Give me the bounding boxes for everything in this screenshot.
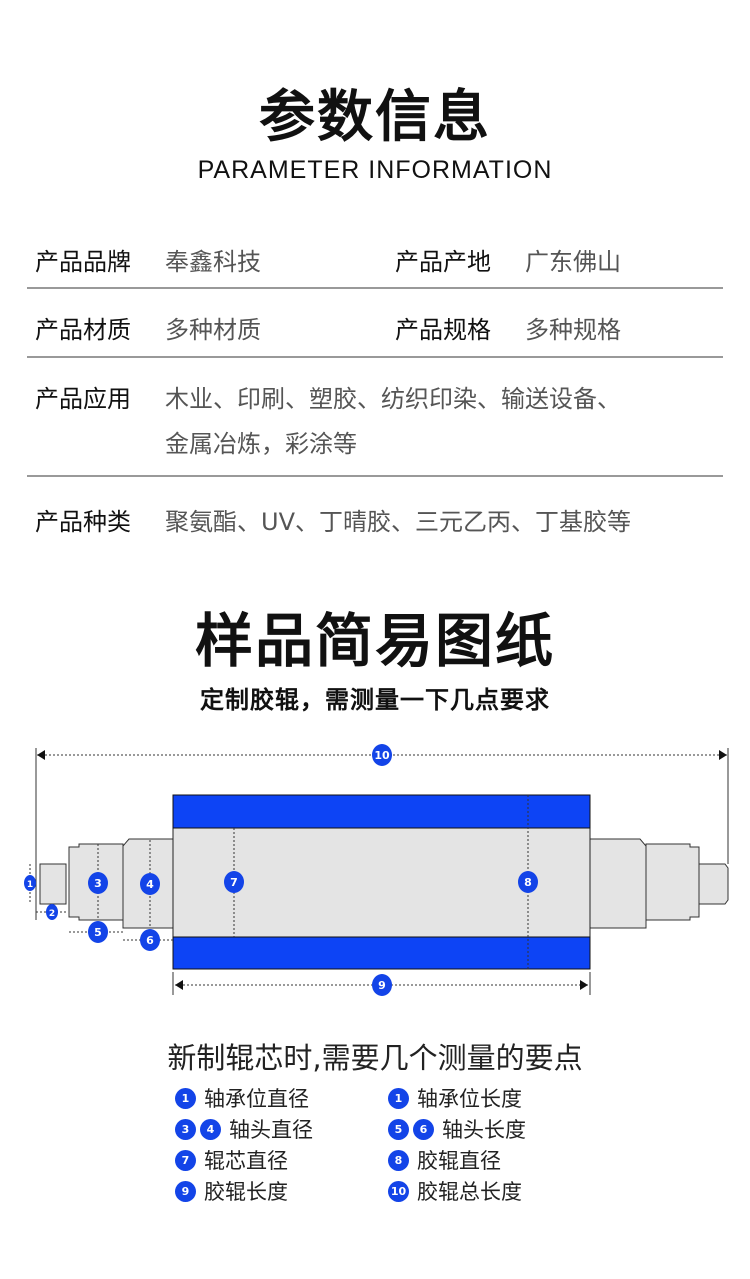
legend-item: 1 轴承位长度 — [388, 1083, 522, 1113]
param-label: 产品品牌 — [35, 248, 131, 276]
marker-label: 7 — [230, 876, 238, 889]
marker-circle — [518, 871, 538, 893]
marker-circle — [140, 873, 160, 895]
param-label: 产品规格 — [395, 316, 491, 344]
number-badge-icon: 7 — [175, 1149, 196, 1171]
section-subtitle-parameters: PARAMETER INFORMATION — [197, 156, 553, 184]
rubber-layer-top — [172, 794, 591, 829]
marker-circle — [88, 921, 108, 943]
param-value: 广东佛山 — [525, 248, 621, 276]
section-title-parameters: 参数信息 — [259, 85, 491, 150]
marker-circle — [88, 872, 108, 894]
param-label: 产品材质 — [35, 316, 131, 344]
legend-item: 9 胶辊长度 — [175, 1176, 288, 1206]
param-value-line2: 金属冶炼，彩涂等 — [165, 430, 357, 458]
marker-2: 2 — [46, 904, 58, 920]
legend-text: 轴头直径 — [229, 1118, 313, 1142]
legend-text: 轴承位长度 — [417, 1087, 522, 1111]
marker-4: 4 — [140, 873, 160, 895]
marker-label: 2 — [49, 909, 55, 919]
journal-left — [39, 863, 67, 905]
marker-label: 6 — [146, 934, 154, 947]
marker-6: 6 — [140, 929, 160, 951]
param-value: 聚氨酯、UV、丁晴胶、三元乙丙、丁基胶等 — [165, 508, 631, 536]
legend-text: 辊芯直径 — [204, 1149, 288, 1173]
marker-label: 9 — [378, 979, 386, 992]
marker-label: 1 — [27, 880, 33, 890]
param-value: 多种规格 — [525, 316, 621, 344]
marker-circle — [372, 744, 392, 766]
marker-label: 10 — [374, 749, 390, 762]
marker-circle — [24, 875, 36, 891]
marker-8: 8 — [518, 871, 538, 893]
divider — [27, 475, 723, 477]
marker-label: 3 — [94, 877, 102, 890]
legend-item: 1 轴承位直径 — [175, 1083, 309, 1113]
rubber-layer-bottom — [172, 936, 591, 970]
legend-text: 轴承位直径 — [204, 1087, 309, 1111]
marker-7: 7 — [224, 871, 244, 893]
legend-item: 8 胶辊直径 — [388, 1145, 501, 1175]
number-badge-icon: 8 — [388, 1149, 409, 1171]
marker-label: 4 — [146, 878, 154, 891]
number-badge-icon: 1 — [175, 1087, 196, 1109]
marker-circle — [224, 871, 244, 893]
legend-item: 7 辊芯直径 — [175, 1145, 288, 1175]
number-badge-icon: 5 — [388, 1118, 409, 1140]
dimension-markers: 1 2 3 4 5 6 7 8 9 10 — [24, 744, 538, 996]
number-badge-icon: 3 — [175, 1118, 196, 1140]
marker-9: 9 — [372, 974, 392, 996]
marker-5: 5 — [88, 921, 108, 943]
param-label: 产品产地 — [395, 248, 491, 276]
param-label: 产品种类 — [35, 508, 131, 536]
section-title-drawing: 样品简易图纸 — [194, 607, 555, 675]
legend-text: 胶辊总长度 — [417, 1180, 522, 1204]
number-badge-icon: 4 — [200, 1118, 221, 1140]
legend-title: 新制辊芯时,需要几个测量的要点 — [167, 1041, 583, 1075]
legend-text: 轴头长度 — [442, 1118, 526, 1142]
number-badge-icon: 6 — [413, 1118, 434, 1140]
marker-circle — [372, 974, 392, 996]
divider — [27, 356, 723, 358]
param-value: 奉鑫科技 — [165, 248, 261, 276]
marker-label: 5 — [94, 926, 102, 939]
marker-1: 1 — [24, 875, 36, 891]
marker-3: 3 — [88, 872, 108, 894]
marker-10: 10 — [372, 744, 392, 766]
marker-label: 8 — [524, 876, 532, 889]
param-value: 多种材质 — [165, 316, 261, 344]
number-badge-icon: 9 — [175, 1180, 196, 1202]
section-subtitle-drawing: 定制胶辊，需测量一下几点要求 — [200, 686, 550, 714]
param-value: 木业、印刷、塑胶、纺织印染、输送设备、 — [165, 385, 621, 413]
roller-diagram: 1 2 3 4 5 6 7 8 9 10 — [24, 744, 729, 996]
legend-text: 胶辊长度 — [204, 1180, 288, 1204]
number-badge-icon: 10 — [388, 1180, 409, 1202]
param-label: 产品应用 — [35, 385, 131, 413]
marker-circle — [140, 929, 160, 951]
marker-circle — [46, 904, 58, 920]
legend-text: 胶辊直径 — [417, 1149, 501, 1173]
roller-shaft-right — [589, 838, 729, 929]
divider — [27, 287, 723, 289]
legend-item: 10 胶辊总长度 — [388, 1176, 522, 1206]
number-badge-icon: 1 — [388, 1087, 409, 1109]
